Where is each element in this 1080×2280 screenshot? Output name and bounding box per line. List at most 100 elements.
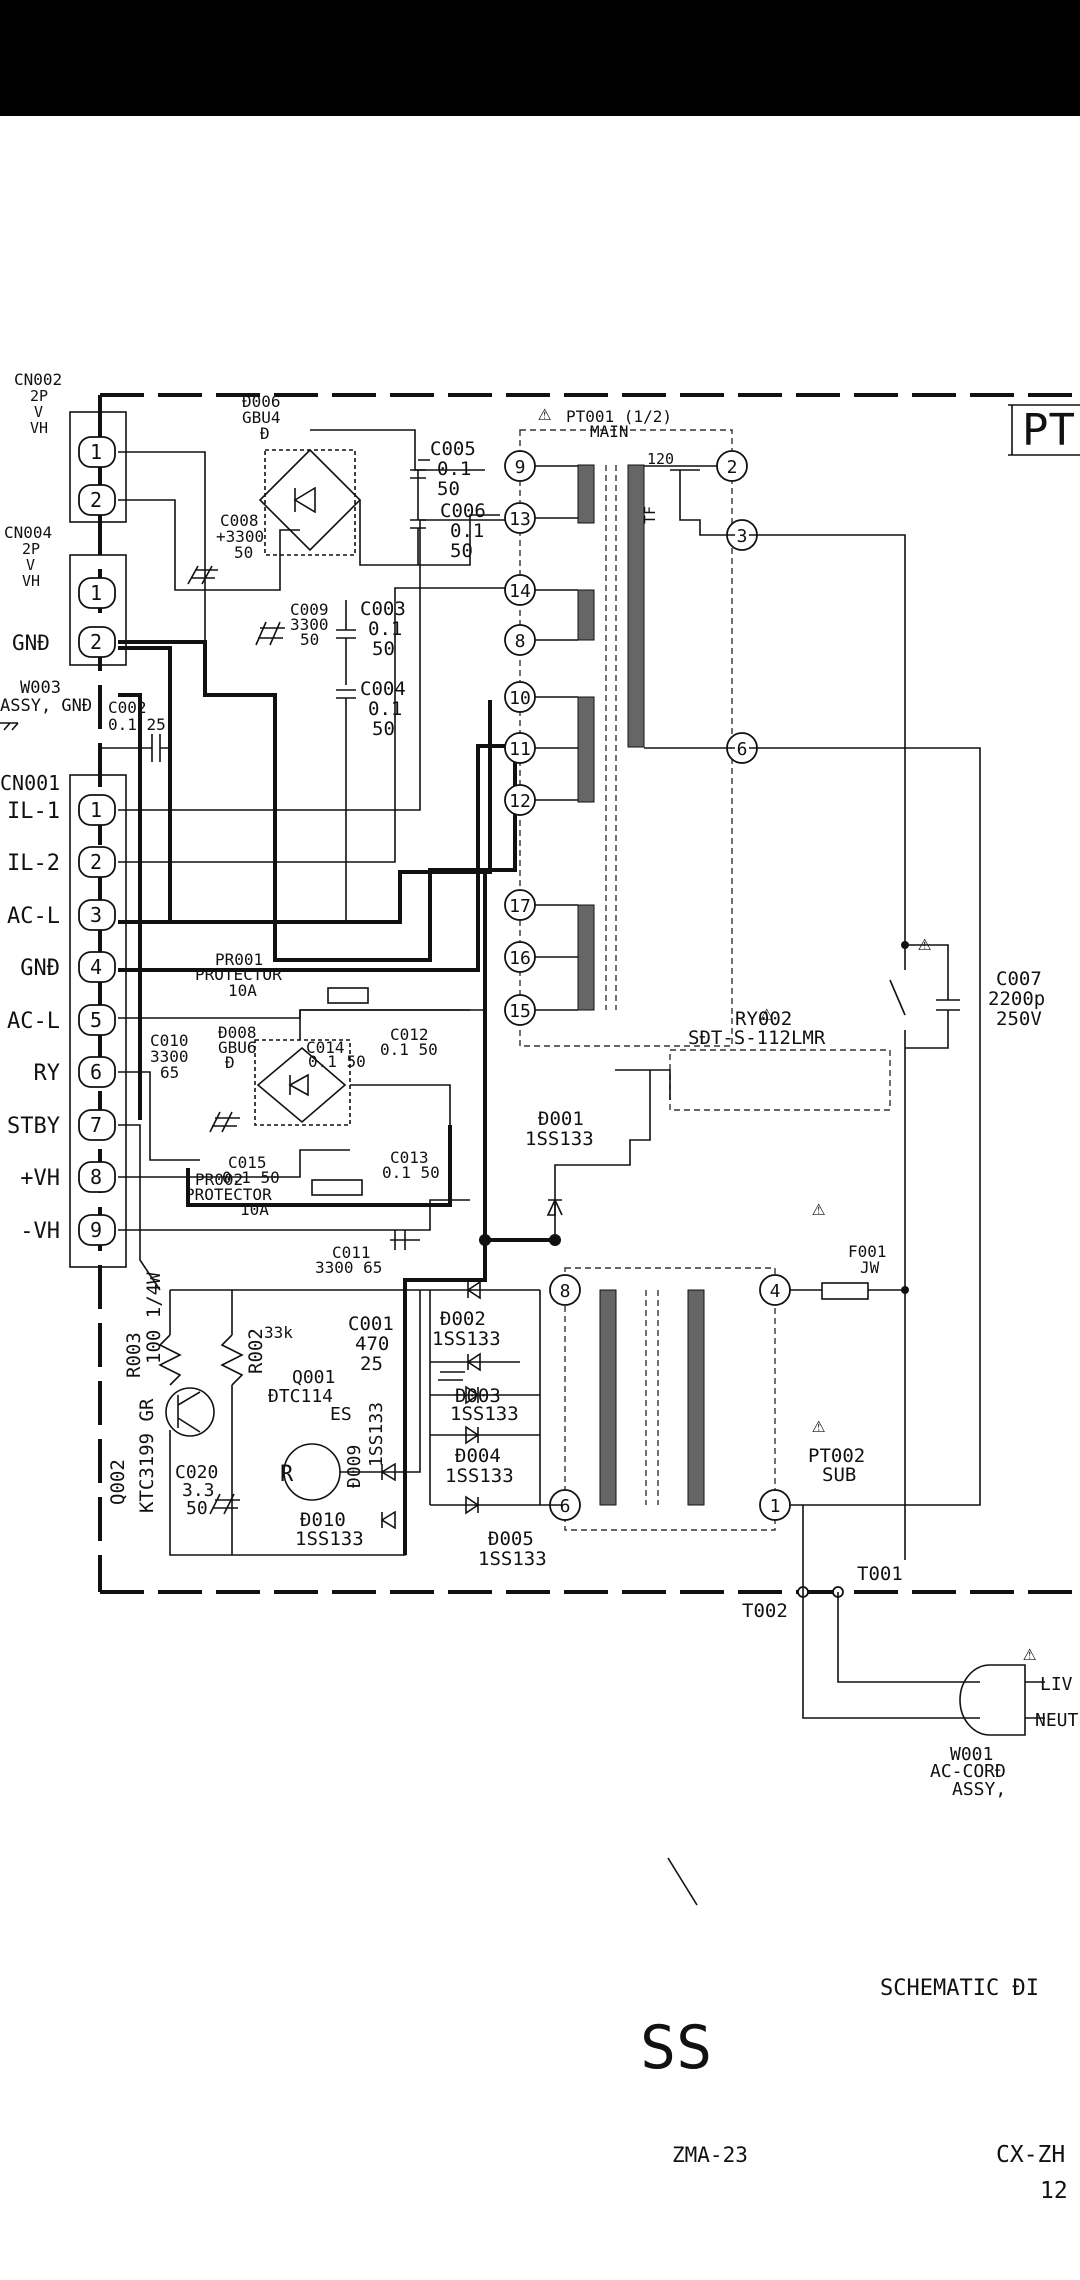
c020-v2: 50 [186, 1498, 208, 1519]
pr001-value: 10A [228, 981, 257, 1000]
d008-suffix: Đ [225, 1053, 235, 1072]
pt001-pin-6-label: 6 [737, 739, 748, 760]
cn001-ref: CN001 [0, 771, 60, 795]
cn002-ref: CN002 [14, 370, 62, 389]
c004-v2: 50 [372, 718, 395, 740]
d006-package [264, 449, 356, 556]
ac-plug-live: LIV [1040, 1674, 1073, 1695]
c003-ref: C003 [360, 598, 406, 620]
pt001-winding-10 [577, 696, 595, 803]
pt001-ref: PT001 (1/2) [566, 407, 672, 426]
cn001-pin-9-number: 9 [90, 1218, 102, 1242]
trace-pt001-pin3 [749, 534, 906, 945]
cn004-pin-2-label: 2 [90, 630, 102, 654]
trace-ry [118, 1071, 200, 1161]
cn002-spec1: 2P [30, 387, 48, 405]
c011-value: 3300 65 [315, 1258, 382, 1277]
c003-symbol [336, 600, 356, 685]
cn002-spec3: VH [30, 419, 48, 437]
cn001-pin-6-number: 6 [90, 1060, 102, 1084]
c006-v1: 0.1 [450, 520, 484, 542]
d006-bridge [258, 448, 362, 552]
pt001-winding-17 [577, 904, 595, 1011]
pt001-value: MAIN [590, 422, 629, 441]
d008-diode-mark [288, 1073, 309, 1097]
cn001-pin-2 [78, 846, 116, 878]
c010-ref: C010 [150, 1031, 189, 1050]
cn002-pin-1 [78, 436, 116, 468]
cn004-pin-1 [78, 577, 116, 609]
d002-ref: Đ002 [440, 1308, 486, 1330]
d008-value: GBU6 [218, 1038, 257, 1057]
f001-value: JW [860, 1258, 880, 1277]
pt002-winding-right [687, 1289, 705, 1506]
cn001-pin-7 [78, 1109, 116, 1141]
c007-v2: 250V [996, 1008, 1042, 1030]
cn001-pin-4 [78, 951, 116, 983]
pt001-pin-11-label: 11 [509, 739, 531, 760]
trace-standby-bold [403, 870, 487, 1555]
c007-v1: 2200p [988, 988, 1045, 1010]
ac-plug-symbol [959, 1664, 1026, 1736]
cn002-spec2: V [34, 403, 43, 421]
c012-value: 0.1 50 [380, 1040, 438, 1059]
trace-acl [118, 646, 492, 924]
pt002-pin-4-label: 4 [770, 1281, 781, 1302]
d005-ref: Đ005 [488, 1528, 534, 1550]
w003-line2: ASSY, GNĐ [0, 696, 92, 716]
node-f001 [901, 1286, 909, 1294]
d006-diode-mark [293, 486, 316, 514]
cn002-pin-2 [78, 484, 116, 516]
trace-d002-d005 [429, 1290, 563, 1506]
pt002-pin-4 [759, 1274, 791, 1306]
c001-ref: C001 [348, 1313, 394, 1335]
pt002-pin-8 [549, 1274, 581, 1306]
ry002-ref: RY002 [735, 1008, 792, 1030]
cn001-pin-9-label: -VH [20, 1219, 60, 1244]
c002-ref: C002 [108, 698, 147, 717]
pt001-pin-16-label: 16 [509, 948, 531, 969]
d003-value: 1SS133 [450, 1403, 519, 1425]
pt001-pin-13-label: 13 [509, 509, 531, 530]
q002-symbol [165, 1387, 215, 1437]
d005-value: 1SS133 [478, 1548, 547, 1570]
trace-gnd-main [118, 744, 520, 972]
trace-pr002 [186, 1125, 452, 1207]
r003-ref: R003 [123, 1332, 145, 1378]
footer-slash-mark [667, 1857, 698, 1906]
w001-line2: AC-CORĐ [930, 1761, 1006, 1782]
c011-ref: C011 [332, 1243, 371, 1262]
pt001-shield [605, 465, 617, 1010]
pt002-winding-left [599, 1289, 617, 1506]
trace-cn002 [118, 451, 300, 640]
cn001-pin-2-number: 2 [90, 850, 102, 874]
c009-v2: 50 [300, 630, 319, 649]
c005-v2: 50 [437, 478, 460, 500]
c002-value: 0.1 25 [108, 715, 166, 734]
footer-page: 12 [1040, 2178, 1068, 2204]
r002-ref: R002 [245, 1328, 267, 1374]
c015-value: 0.1 50 [222, 1168, 280, 1187]
c008-ref: C008 [220, 511, 259, 530]
cn001-pin-1 [78, 794, 116, 826]
ac-plug-warning-icon: ⚠ [1023, 1641, 1036, 1666]
c013-value: 0.1 50 [382, 1163, 440, 1182]
d002-value: 1SS133 [432, 1328, 501, 1350]
pt001-pin-9-label: 9 [515, 457, 526, 478]
ac-plug-neutral: NEUT [1035, 1710, 1079, 1731]
trace-ac-cord [802, 1505, 980, 1719]
c008-value1: +3300 [216, 527, 264, 546]
pr001-type: PROTECTOR [195, 965, 282, 984]
c001-v1: 470 [355, 1333, 389, 1355]
t001-ref: T001 [857, 1563, 903, 1585]
c001-v2: 25 [360, 1353, 383, 1375]
cn001-pin-9 [78, 1214, 116, 1246]
cn001-pin-8 [78, 1161, 116, 1193]
trace-d006-top [310, 429, 485, 471]
d004-value: 1SS133 [445, 1465, 514, 1487]
cn001-pin-8-label: +VH [20, 1166, 60, 1191]
c013-ref: C013 [390, 1148, 429, 1167]
f001-symbol [821, 1282, 869, 1300]
c006-v2: 50 [450, 540, 473, 562]
